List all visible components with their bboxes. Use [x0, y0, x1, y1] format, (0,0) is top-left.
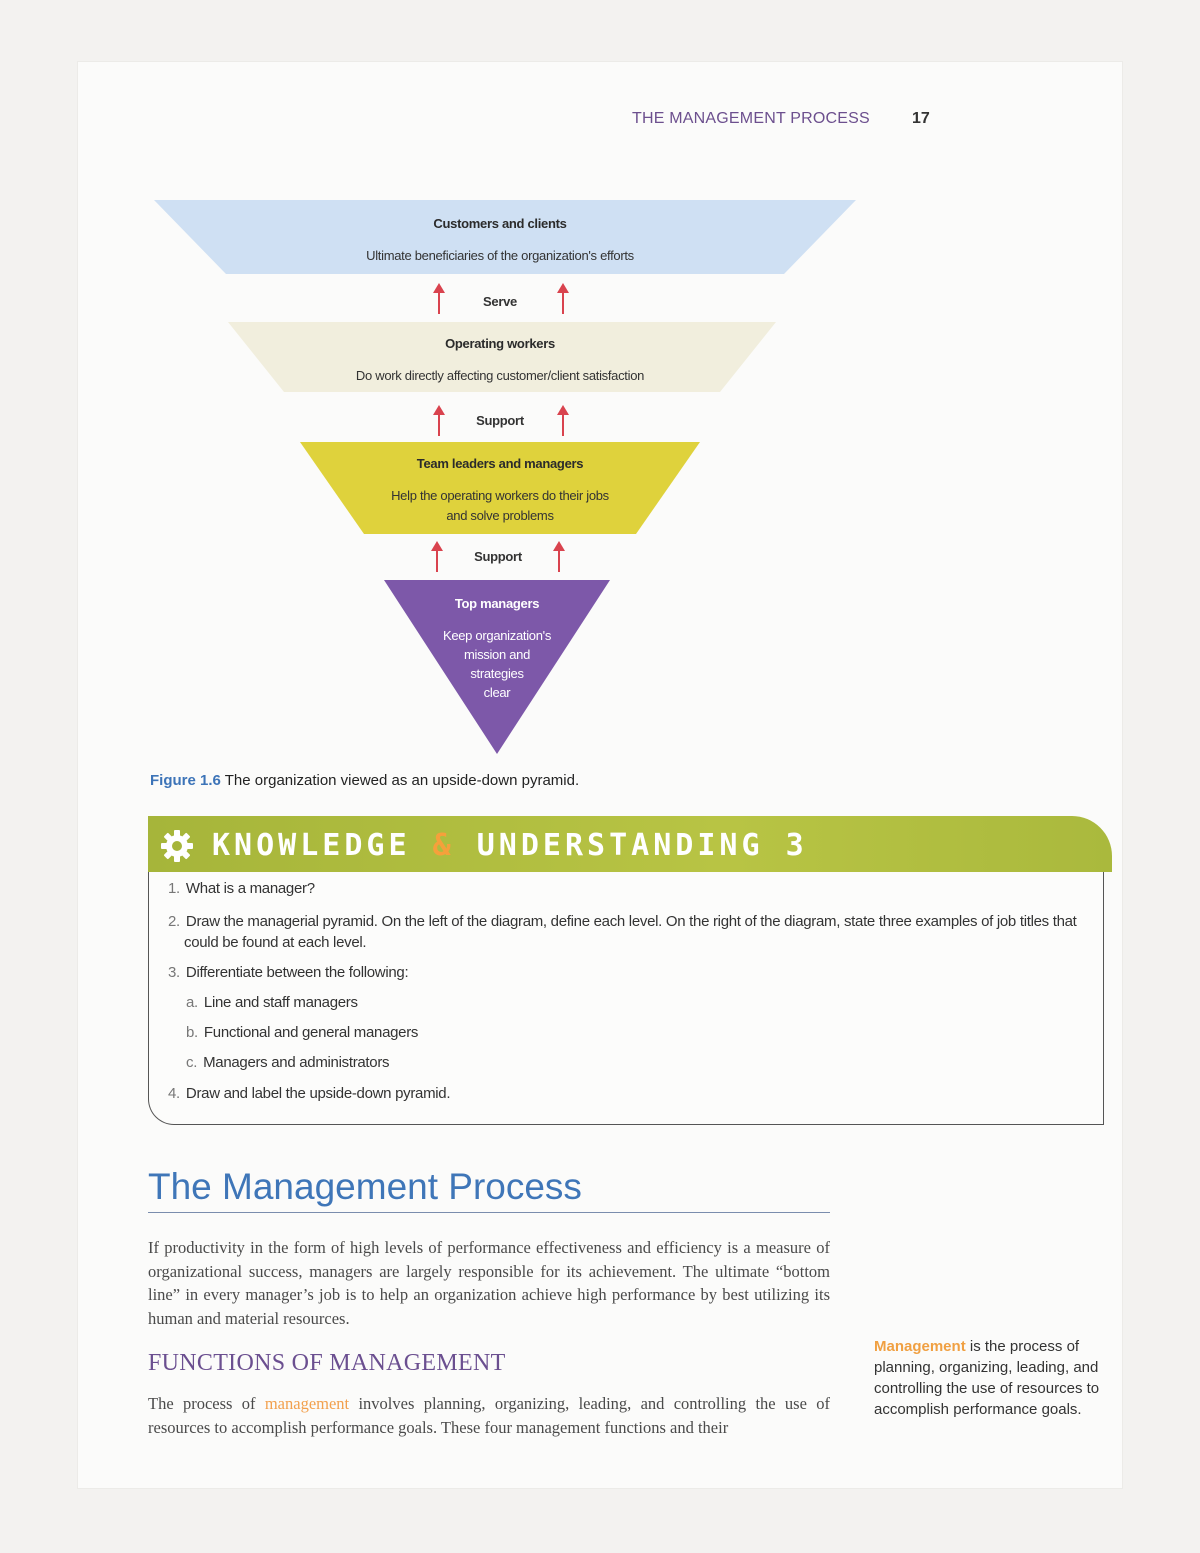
figure-caption-text: The organization viewed as an upside-dow… — [224, 772, 580, 789]
question-number: b. — [186, 1024, 198, 1041]
pyramid-level-top-managers — [384, 580, 610, 754]
knowledge-title-b: UNDERSTANDING 3 — [476, 828, 808, 863]
question-2: 2. Draw the managerial pyramid. On the le… — [168, 913, 1098, 930]
arrow-up-icon — [433, 405, 445, 436]
question-1: 1. What is a manager? — [168, 880, 315, 897]
arrow-up-icon — [553, 541, 565, 572]
level-desc-top-managers-3: strategies — [470, 666, 524, 681]
pyramid-level-customers — [154, 200, 856, 274]
knowledge-banner — [148, 816, 1112, 872]
pyramid-level-operating-workers — [228, 322, 776, 392]
section-divider — [148, 1212, 830, 1213]
question-number: 2. — [168, 913, 180, 930]
question-3c: c. Managers and administrators — [186, 1054, 390, 1071]
arrow-up-icon — [433, 283, 445, 314]
question-number: a. — [186, 994, 198, 1011]
figure-label: Figure 1.6 — [150, 772, 221, 789]
question-number: 4. — [168, 1085, 180, 1102]
section-title: The Management Process — [148, 1166, 582, 1207]
arrow-up-icon — [431, 541, 443, 572]
paragraph-text: The process of — [148, 1394, 265, 1413]
question-number: 1. — [168, 880, 180, 897]
gear-icon — [161, 830, 193, 862]
level-desc-team-leaders-1: Help the operating workers do their jobs — [391, 488, 609, 503]
key-term-management: management — [264, 1394, 350, 1413]
arrow-up-icon — [557, 283, 569, 314]
level-desc-top-managers-4: clear — [483, 685, 511, 700]
connector-support-2: Support — [474, 549, 522, 564]
level-title-operating-workers: Operating workers — [445, 336, 555, 351]
level-desc-top-managers-1: Keep organization's — [442, 628, 552, 643]
question-text: Line and staff managers — [203, 994, 358, 1011]
level-title-team-leaders: Team leaders and managers — [416, 456, 584, 471]
question-text: Draw the managerial pyramid. On the left… — [185, 913, 1077, 930]
level-title-customers: Customers and clients — [433, 216, 567, 231]
question-text: What is a manager? — [185, 880, 315, 897]
level-desc-operating-workers: Do work directly affecting customer/clie… — [355, 368, 645, 383]
question-3b: b. Functional and general managers — [186, 1024, 418, 1041]
knowledge-question-box — [148, 872, 1104, 1125]
question-3a: a. Line and staff managers — [186, 994, 358, 1011]
page-number: 17 — [912, 110, 930, 127]
level-title-top-managers: Top managers — [454, 596, 540, 611]
question-text: Managers and administrators — [203, 1054, 390, 1071]
question-text: Differentiate between the following: — [185, 964, 409, 981]
arrow-up-icon — [557, 405, 569, 436]
pyramid-level-team-leaders — [300, 442, 700, 534]
paragraph-text: involves planning, organizing, leading, … — [148, 1394, 830, 1437]
level-desc-customers: Ultimate beneficiaries of the organizati… — [366, 248, 634, 263]
figure-caption: Figure 1.6 The organization viewed as an… — [150, 772, 579, 789]
pyramid-diagram — [154, 200, 856, 754]
connector-serve: Serve — [483, 294, 517, 309]
margin-definition: Management is the process of planning, o… — [874, 1336, 1104, 1420]
question-text: Draw and label the upside-down pyramid. — [185, 1085, 451, 1102]
question-3: 3. Differentiate between the following: — [168, 964, 409, 981]
question-number: 3. — [168, 964, 180, 981]
running-head: THE MANAGEMENT PROCESS — [632, 110, 870, 127]
level-desc-top-managers-2: mission and — [463, 647, 531, 662]
question-4: 4. Draw and label the upside-down pyramid… — [168, 1085, 451, 1102]
connector-support-1: Support — [476, 413, 524, 428]
knowledge-title-a: KNOWLEDGE — [212, 828, 411, 863]
page-sheet — [78, 62, 1122, 1488]
subsection-title: FUNCTIONS OF MANAGEMENT — [148, 1350, 506, 1376]
question-text: Functional and general managers — [203, 1024, 419, 1041]
knowledge-title: KNOWLEDGE & UNDERSTANDING 3 — [212, 828, 808, 863]
body-paragraph-1: If productivity in the form of high leve… — [148, 1238, 830, 1328]
knowledge-title-amp: & — [432, 828, 455, 863]
question-2-continued: could be found at each level. — [184, 934, 367, 951]
body-paragraph-2: The process of management involves plann… — [148, 1392, 830, 1439]
question-number: c. — [186, 1054, 198, 1071]
margin-term: Management — [874, 1338, 966, 1355]
level-desc-team-leaders-2: and solve problems — [446, 508, 554, 523]
margin-definition-text: is the process of planning, organizing, … — [874, 1338, 1100, 1418]
